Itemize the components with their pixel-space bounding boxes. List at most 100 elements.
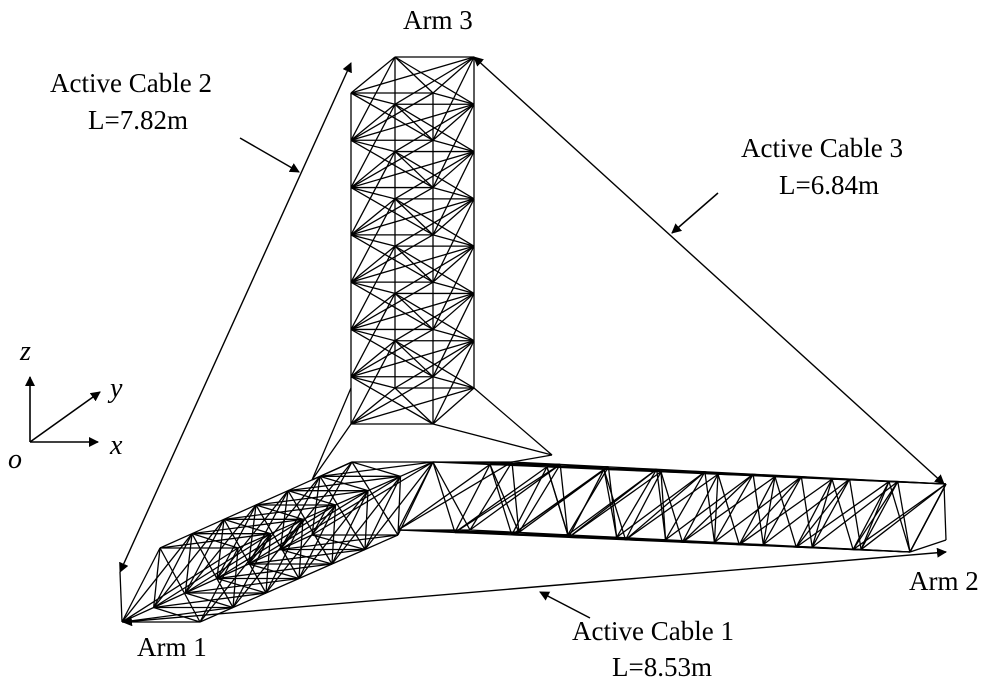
arm3-diagonal: [350, 293, 396, 378]
arm1-chord: [367, 475, 401, 492]
arm3-diagonal: [350, 139, 434, 189]
arm3-diagonal: [432, 328, 475, 342]
arm2-frame-brace: [432, 461, 471, 531]
arm2-frame-member: [681, 473, 719, 543]
arm3-diagonal: [350, 92, 434, 141]
active-cable-2-length: L=7.82m: [88, 105, 188, 135]
arm3-diagonal: [394, 151, 475, 200]
arm3-diagonal: [350, 56, 396, 141]
arm3-diagonal: [350, 340, 396, 425]
arm2-chord: [397, 529, 455, 534]
arm1-chord: [364, 534, 399, 551]
arm3-frame-brace: [350, 150, 475, 189]
arm3-diagonal: [394, 103, 475, 153]
arm2-end-member: [943, 483, 947, 541]
arm2-chord: [682, 541, 740, 546]
arm3-diagonal: [350, 198, 396, 283]
arm3-frame-member: [432, 56, 475, 94]
arm2-diagonal: [432, 461, 456, 533]
x-axis-label: x: [109, 430, 123, 461]
active-cable-3-title: Active Cable 3: [741, 133, 903, 163]
arm3-diagonal: [432, 92, 475, 105]
arm2-chord: [739, 544, 797, 548]
arm3-diagonal: [432, 234, 475, 247]
junction-member: [511, 454, 553, 463]
arm2-chord: [568, 536, 626, 541]
active-cable-1-title: Active Cable 1: [572, 616, 734, 646]
arm2-frame-brace: [795, 478, 851, 548]
arm2-frame-member: [568, 469, 605, 538]
arm3-frame-member: [350, 292, 396, 330]
arm3-frame-member: [350, 103, 396, 141]
arm1-frame-brace: [351, 461, 399, 536]
y-axis-arrow: [29, 391, 101, 443]
active-cables: [119, 56, 947, 627]
arm3-frame-member: [432, 340, 475, 378]
arm2-diagonal: [811, 481, 899, 548]
leader-arrows: [239, 137, 719, 619]
arm3-frame-member: [432, 245, 475, 283]
arm2-frame-brace: [681, 473, 754, 543]
arm2-frame-brace: [909, 483, 947, 553]
arm2-frame-brace: [738, 476, 802, 546]
arm1-diagonal: [397, 476, 402, 536]
arm-2-label: Arm 2: [909, 566, 979, 596]
arm3-diagonal: [350, 328, 434, 378]
arm2-diagonal: [888, 481, 911, 553]
arm2-diagonal: [831, 478, 854, 550]
arm-3-label: Arm 3: [403, 5, 473, 35]
coordinate-axes: z y x o: [8, 336, 123, 475]
arm-1-label: Arm 1: [137, 632, 207, 662]
arm2-frame-member: [795, 478, 833, 548]
z-axis-label: z: [19, 336, 31, 367]
arm3-frame-member: [350, 56, 396, 94]
arm3-frame-member: [432, 387, 475, 425]
arm3-diagonal: [432, 186, 475, 200]
arm3-diagonal: [350, 151, 396, 236]
arm1-frame-member: [364, 476, 402, 550]
arm3-diagonal: [350, 245, 396, 330]
arm2-frame-member: [713, 473, 754, 543]
arm2-frame-brace: [852, 481, 899, 550]
y-axis-label: y: [107, 373, 123, 404]
arm3-frame-member: [432, 151, 475, 189]
arm2-diagonal: [616, 471, 706, 538]
arm2-chord: [454, 531, 512, 536]
arm3-frame-member: [432, 103, 475, 141]
arm2-diagonal: [469, 463, 561, 531]
arm3-diagonal: [394, 245, 475, 294]
arm2-diagonal: [665, 473, 754, 541]
arm3-frame-member: [432, 292, 475, 330]
active-cable-1-line: [122, 547, 947, 627]
arm2-diagonal: [489, 464, 513, 536]
arm3-frame-member: [350, 198, 396, 236]
arm2-diagonal: [860, 483, 947, 551]
arm2-frame-member: [860, 481, 899, 550]
arm3-frame-brace: [350, 387, 475, 425]
arm3-diagonal: [432, 139, 475, 153]
arm3-frame-brace: [350, 103, 475, 141]
active-cable-3-length: L=6.84m: [779, 170, 879, 200]
arm1-end-member: [119, 571, 123, 623]
active-cable-1-length: L=8.53m: [612, 652, 712, 682]
cable-2-leader-arrow: [239, 137, 300, 173]
arm3-frame-brace: [350, 198, 475, 236]
arm3-frame-brace: [350, 340, 475, 378]
cable-3-leader-arrow: [671, 192, 719, 234]
arm2-diagonal: [717, 474, 740, 545]
arm3-diagonal: [394, 340, 475, 389]
arm3-diagonal: [350, 376, 434, 425]
active-cable-3-line: [473, 56, 945, 485]
arm2-chord: [853, 548, 911, 553]
arm2-frame-member: [518, 464, 561, 533]
arm3-diagonal: [350, 187, 434, 236]
arm3-frame-member: [350, 245, 396, 283]
arm3-diagonal: [394, 198, 475, 247]
arm2-frame-member: [762, 476, 802, 545]
arm2-frame-member: [454, 464, 491, 533]
arm3-frame-brace: [350, 245, 475, 283]
arm2-frame-brace: [762, 476, 776, 545]
arm3-diagonal: [432, 376, 475, 389]
arm3-diagonal: [432, 281, 475, 295]
